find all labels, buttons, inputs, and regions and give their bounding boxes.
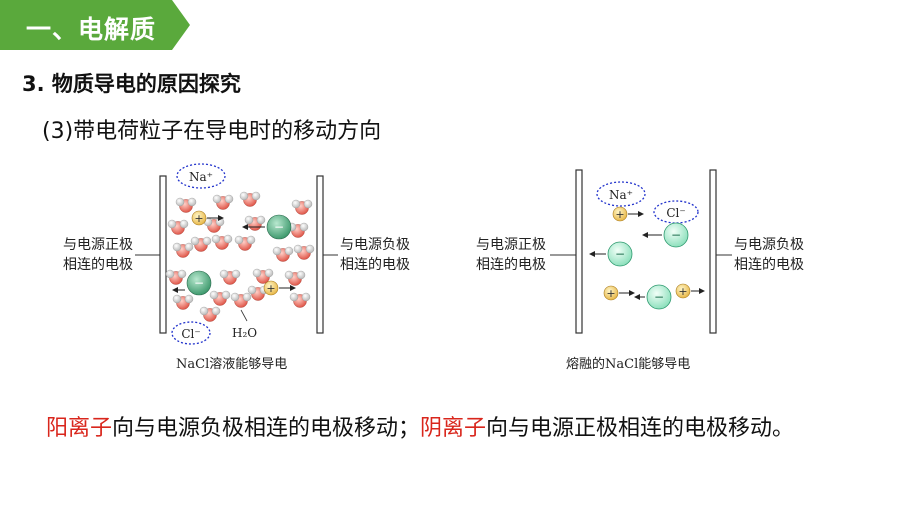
anion-label: Cl⁻ (181, 327, 200, 341)
cation-label: Na⁺ (189, 170, 213, 184)
chloride-ion (607, 241, 633, 267)
svg-text:−: − (274, 220, 284, 234)
anion-statement: 向与电源正极相连的电极移动。 (486, 416, 795, 441)
svg-text:+: + (615, 208, 624, 221)
sodium-ion (612, 206, 628, 222)
anode-electrode (575, 169, 583, 334)
chloride-ion (186, 270, 212, 296)
subsection-title: (3)带电荷粒子在导电时的移动方向 (42, 119, 382, 144)
cathode-label-line1: 与电源负极 (734, 237, 804, 253)
svg-text:+: + (678, 285, 687, 298)
sodium-ion (675, 283, 691, 299)
header-bar: 一、电解质 (0, 0, 900, 52)
cation-highlight-circle (176, 163, 226, 189)
section-title: 3. 物质导电的原因探究 (22, 72, 241, 96)
anode-label-line1: 与电源正极 (476, 237, 546, 253)
svg-text:−: − (615, 247, 625, 261)
sodium-ion (603, 285, 619, 301)
cathode-electrode (709, 169, 717, 334)
svg-text:+: + (606, 287, 615, 300)
solution-diagram: 与电源正极 相连的电极 与电源负极 相连的电极 + Na⁺ (63, 163, 410, 345)
anion-highlight-circle (653, 200, 699, 224)
anode-electrode (159, 175, 167, 334)
solution-caption: NaCl溶液能够导电 (176, 357, 288, 372)
anode-label-line2: 相连的电极 (63, 257, 133, 273)
cation-statement: 向与电源负极相连的电极移动； (112, 416, 421, 441)
chloride-ion (266, 214, 292, 240)
chloride-ion (646, 284, 672, 310)
header-background (0, 0, 190, 50)
anion-term: 阴离子 (420, 416, 487, 441)
sodium-ion (191, 210, 207, 226)
svg-text:−: − (194, 276, 204, 290)
chloride-ion (663, 222, 689, 248)
molten-caption: 熔融的NaCl能够导电 (566, 357, 691, 372)
svg-text:+: + (194, 212, 203, 225)
cation-label: Na⁺ (609, 188, 633, 202)
cathode-label-line2: 相连的电极 (340, 257, 410, 273)
water-molecules (165, 191, 315, 322)
anode-label-line2: 相连的电极 (476, 257, 546, 273)
cathode-electrode (316, 175, 324, 334)
anion-label: Cl⁻ (666, 206, 685, 220)
sodium-ion (263, 280, 279, 296)
molten-diagram: 与电源正极 相连的电极 与电源负极 相连的电极 Na⁺ + Cl⁻ − − + … (476, 169, 804, 334)
anode-label-line1: 与电源正极 (63, 237, 133, 253)
svg-text:−: − (671, 228, 681, 242)
water-label: H₂O (232, 326, 257, 340)
ion-migration-figure: 与电源正极 相连的电极 与电源负极 相连的电极 + Na⁺ (63, 163, 804, 345)
cation-term: 阳离子 (46, 416, 113, 441)
svg-text:+: + (266, 282, 275, 295)
svg-text:−: − (654, 290, 664, 304)
cation-highlight-circle (596, 181, 646, 207)
header-title: 一、电解质 (26, 15, 157, 44)
conclusion-text: 阳离子向与电源负极相连的电极移动；阴离子向与电源正极相连的电极移动。 (46, 410, 794, 442)
anion-highlight-circle (171, 321, 211, 345)
cathode-label-line2: 相连的电极 (734, 257, 804, 273)
cathode-label-line1: 与电源负极 (340, 237, 410, 253)
